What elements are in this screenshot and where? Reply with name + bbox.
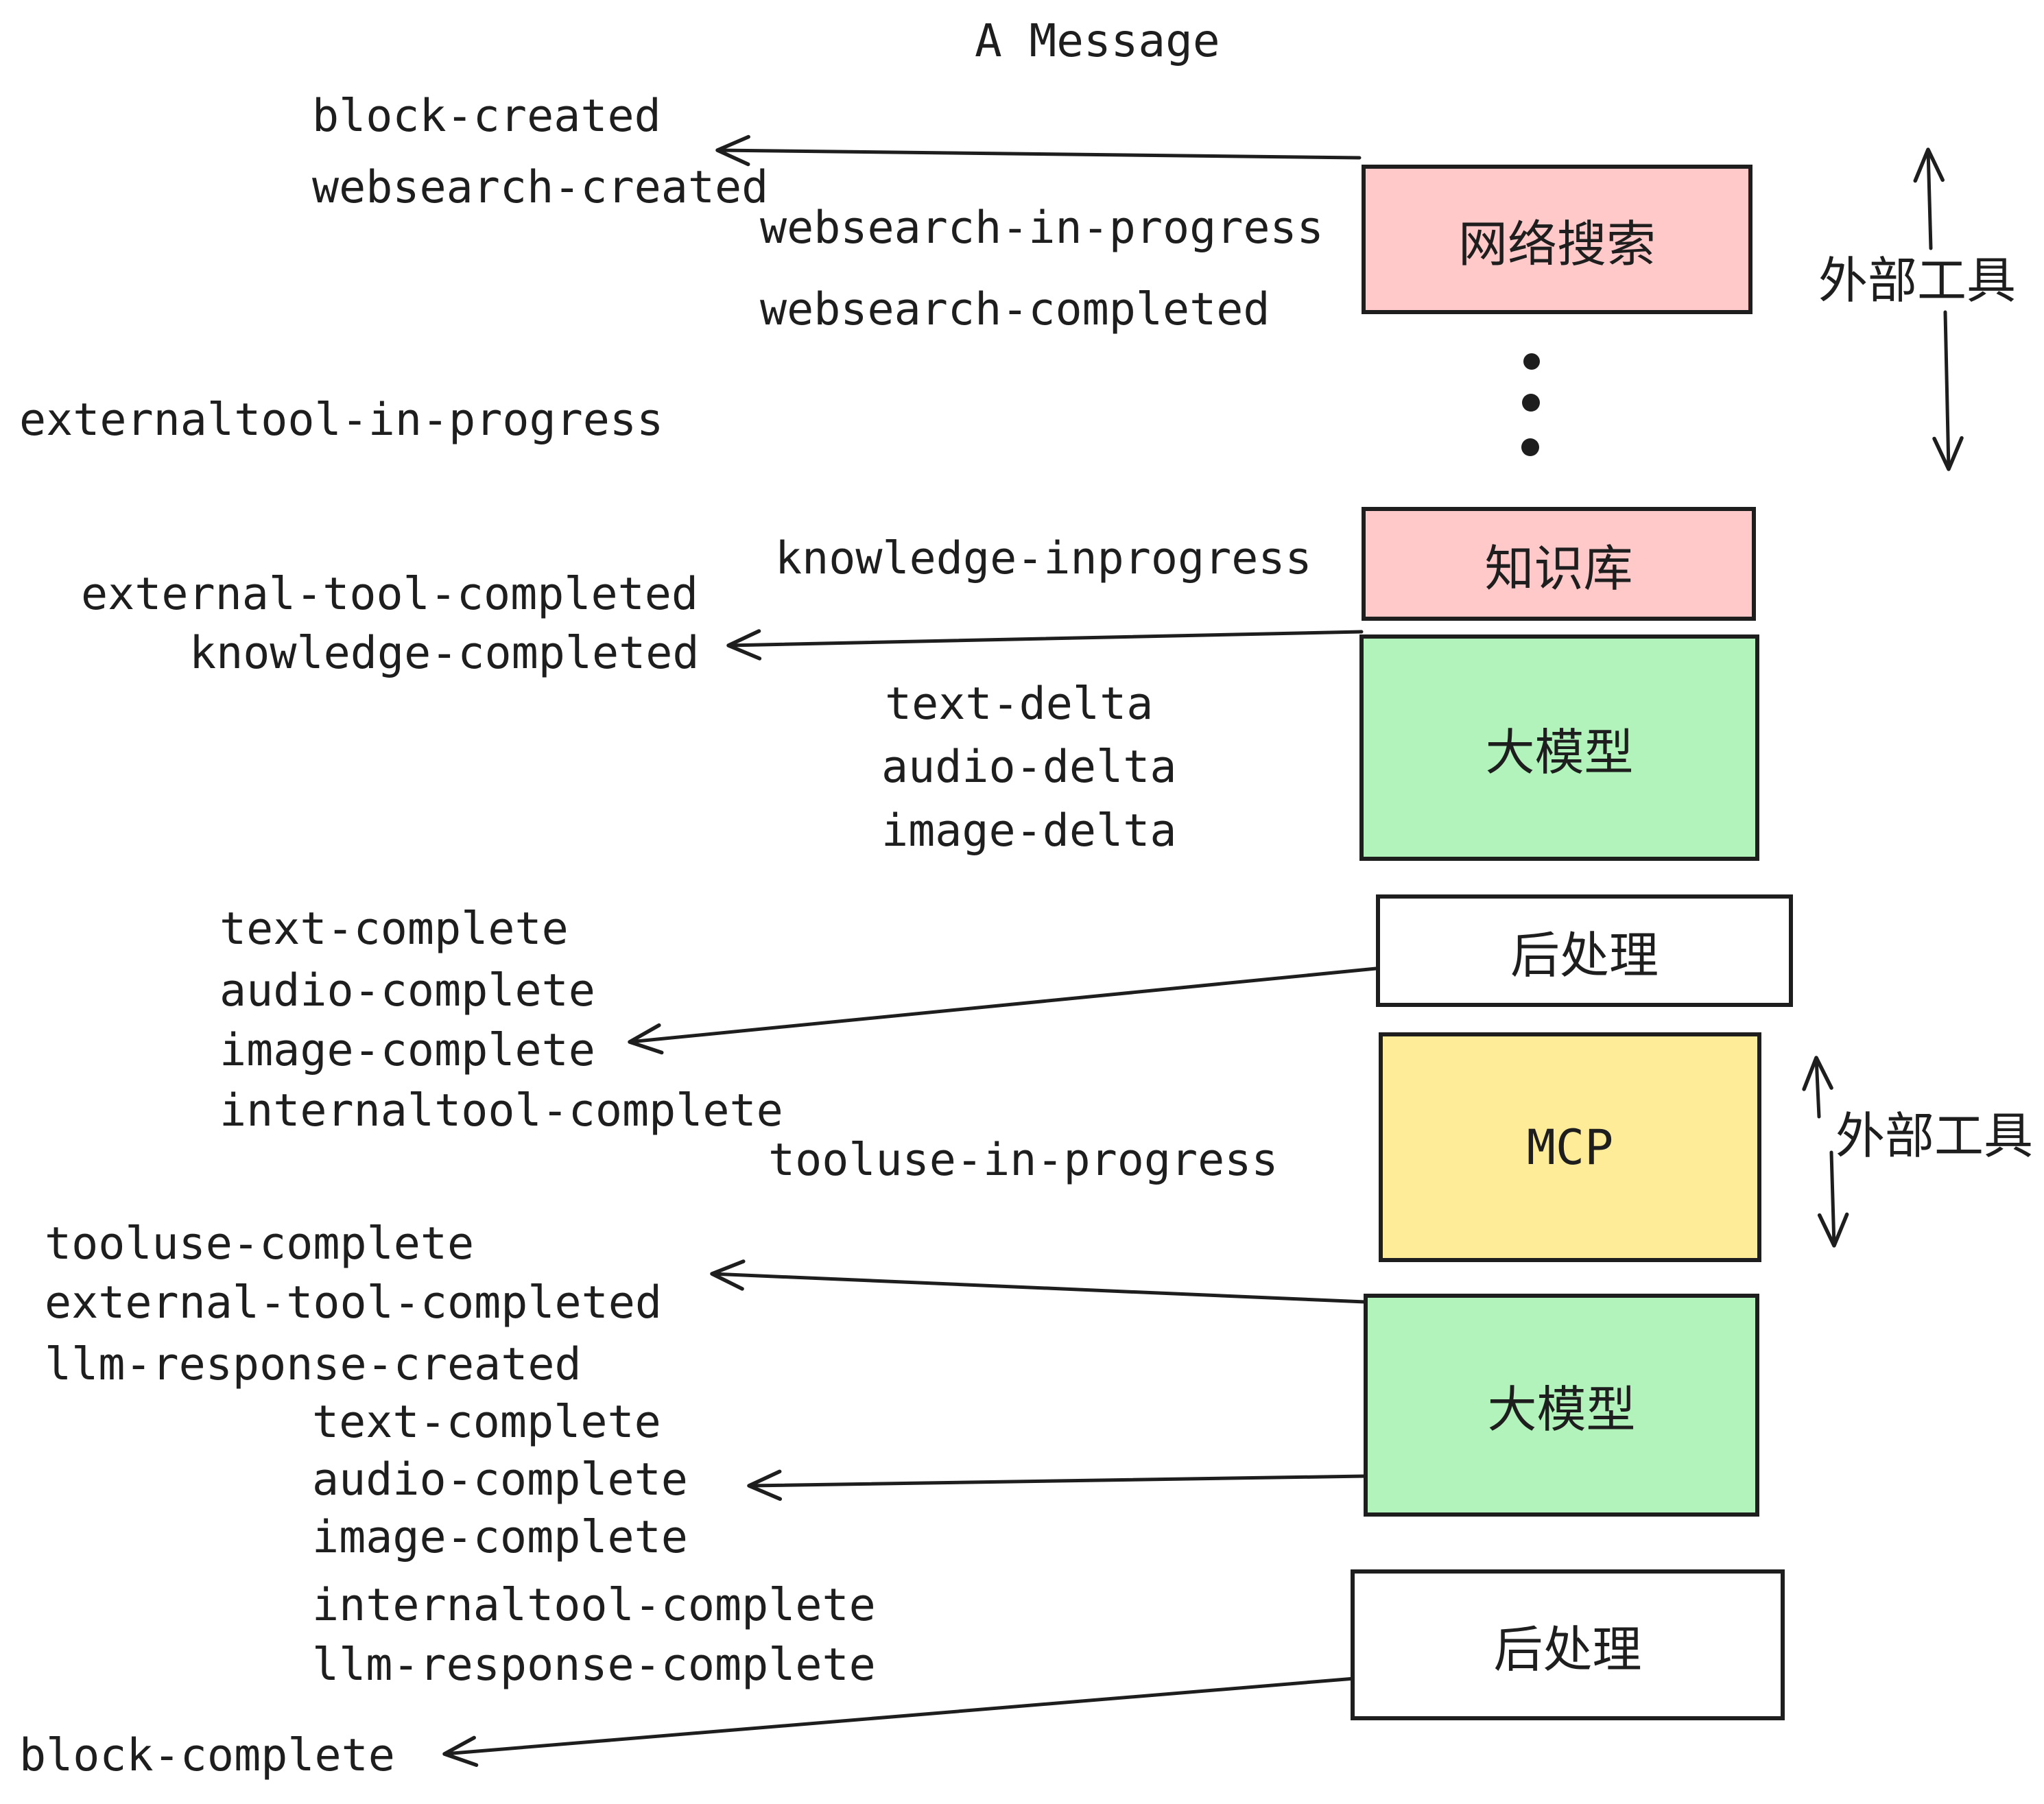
event-externaltool-in-progress: externaltool-in-progress: [19, 394, 664, 446]
arrow-block-complete: [442, 1676, 1365, 1767]
event-text-complete: text-complete: [219, 903, 569, 955]
arrow-block-created: [715, 134, 1362, 167]
event-external-tool-completed: external-tool-completed: [81, 569, 699, 620]
llm-box-1: 大模型: [1359, 634, 1759, 861]
postprocess-box-2-label: 后处理: [1493, 1622, 1642, 1678]
knowledge-base-box: 知识库: [1362, 507, 1756, 621]
postprocess-box-2: 后处理: [1351, 1569, 1785, 1720]
event-llm-response-complete: llm-response-complete: [312, 1639, 876, 1691]
mcp-box-label: MCP: [1526, 1119, 1614, 1176]
arrow-knowledge-completed: [726, 629, 1364, 661]
arrow-image-complete: [628, 966, 1378, 1055]
event-text-complete-2: text-complete: [312, 1397, 661, 1448]
event-audio-complete: audio-complete: [219, 965, 595, 1017]
event-websearch-in-progress: websearch-in-progress: [760, 202, 1324, 254]
arrow-tooluse-complete: [710, 1259, 1367, 1304]
event-websearch-created: websearch-created: [312, 162, 769, 213]
postprocess-box-1: 后处理: [1376, 894, 1793, 1007]
event-internaltool-complete: internaltool-complete: [219, 1085, 783, 1137]
event-internaltool-complete-2: internaltool-complete: [312, 1580, 876, 1631]
llm-box-2: 大模型: [1364, 1294, 1759, 1517]
llm-box-1-label: 大模型: [1485, 725, 1634, 781]
event-tooluse-complete: tooluse-complete: [45, 1218, 475, 1270]
event-external-tool-completed-2: external-tool-completed: [45, 1277, 663, 1329]
event-tooluse-in-progress: tooluse-in-progress: [768, 1135, 1279, 1186]
external-tool-down-arrow: [1932, 310, 1964, 471]
mcp-external-tool-down-arrow: [1817, 1150, 1849, 1248]
event-block-created: block-created: [312, 91, 661, 142]
event-image-delta: image-delta: [881, 805, 1177, 857]
event-text-delta: text-delta: [885, 678, 1154, 730]
event-audio-complete-2: audio-complete: [312, 1454, 688, 1506]
external-tools-label-top: 外部工具: [1818, 254, 2017, 309]
ellipsis-dots: [1521, 353, 1540, 456]
event-image-complete: image-complete: [219, 1025, 595, 1076]
event-audio-delta: audio-delta: [881, 741, 1177, 793]
mcp-box: MCP: [1379, 1032, 1761, 1262]
websearch-box: 网络搜索: [1362, 165, 1752, 314]
event-websearch-completed: websearch-completed: [760, 284, 1270, 335]
external-tool-up-arrow: [1913, 147, 1945, 250]
postprocess-box-1-label: 后处理: [1510, 928, 1659, 984]
arrow-audio-complete: [747, 1469, 1367, 1502]
knowledge-base-box-label: 知识库: [1484, 541, 1633, 597]
event-llm-response-created: llm-response-created: [45, 1339, 582, 1390]
mcp-external-tool-up-arrow: [1802, 1056, 1833, 1119]
llm-box-2-label: 大模型: [1487, 1383, 1636, 1438]
event-knowledge-completed: knowledge-completed: [189, 628, 700, 679]
external-tools-label-mcp: 外部工具: [1835, 1109, 2034, 1164]
event-block-complete: block-complete: [19, 1730, 395, 1781]
event-knowledge-inprogress: knowledge-inprogress: [775, 533, 1312, 584]
websearch-box-label: 网络搜索: [1458, 217, 1656, 272]
page-title: A Message: [975, 14, 1220, 67]
event-image-complete-2: image-complete: [312, 1512, 688, 1563]
